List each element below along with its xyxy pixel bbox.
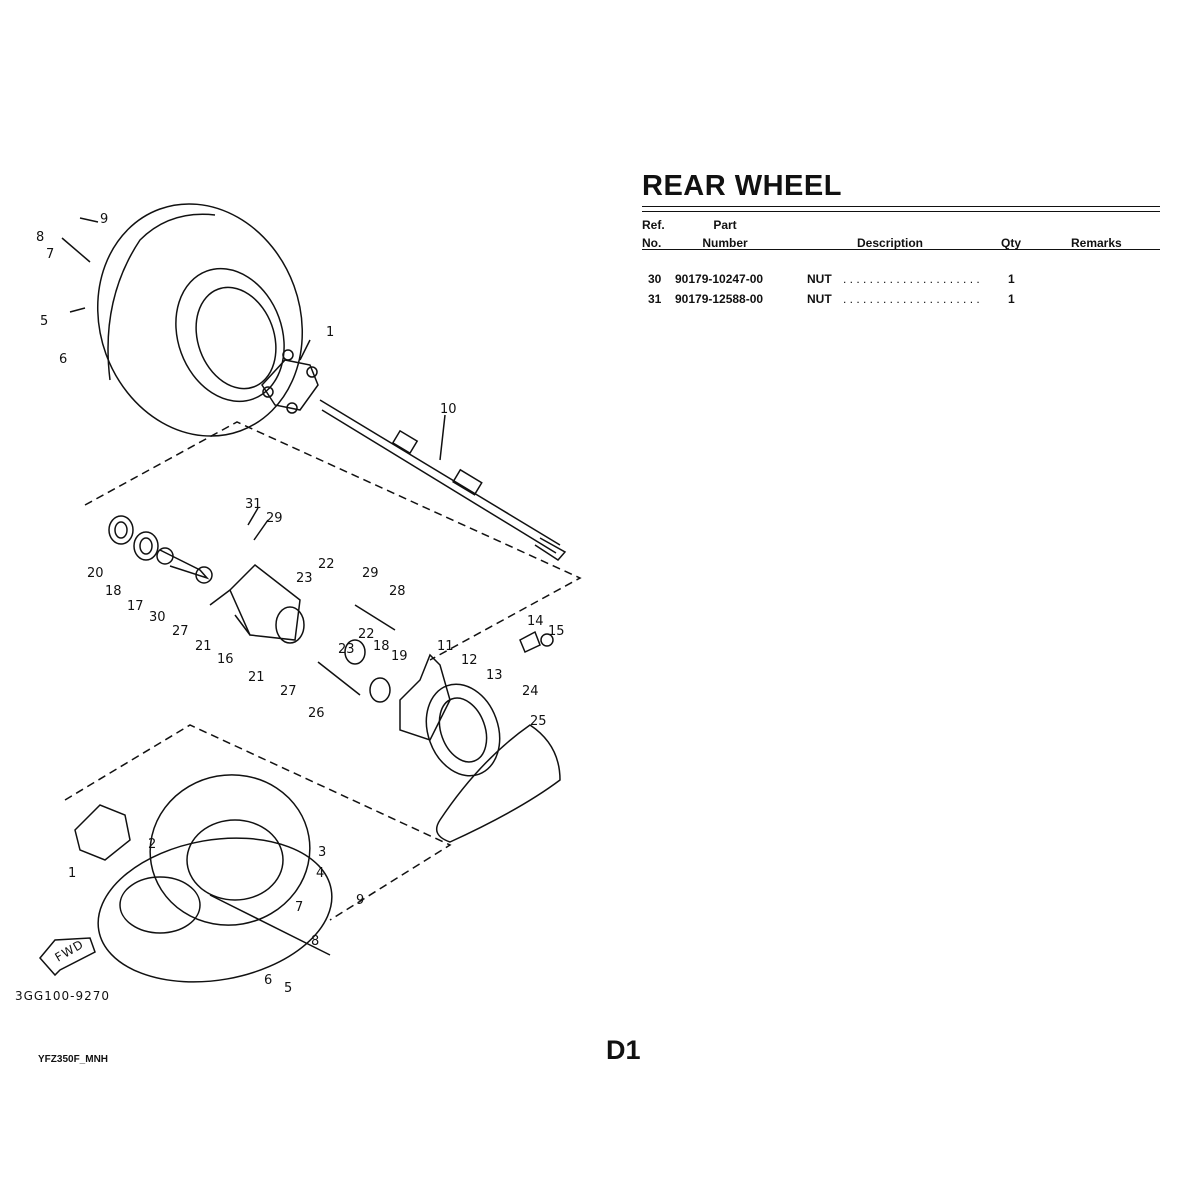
leader-dots: . . . . . . . . . . . . . . . . . . . . … (843, 272, 980, 286)
page-number: D1 (606, 1035, 641, 1065)
callout: 6 (59, 352, 67, 367)
fwd-label: FWD (53, 937, 87, 965)
callout: 23 (296, 571, 313, 586)
callout: 18 (105, 584, 122, 599)
callout: 18 (373, 639, 390, 654)
callout: 5 (40, 314, 48, 329)
callout: 20 (87, 566, 104, 581)
ref-no: 31 (648, 292, 662, 306)
callout: 3 (318, 845, 326, 860)
callout: 31 (245, 497, 262, 512)
diagram-code: 3GG100-9270 (15, 989, 110, 1003)
description: NUT (807, 272, 832, 286)
callout: 21 (195, 639, 212, 654)
callout: 29 (266, 511, 283, 526)
lower-tire (97, 774, 333, 983)
callout: 11 (437, 639, 454, 654)
header-rule (642, 249, 1160, 250)
model-code: YFZ350F_MNH (38, 1054, 109, 1065)
callout: 7 (295, 900, 303, 915)
callout: 8 (311, 934, 319, 949)
callout: 8 (36, 230, 44, 245)
header-part-line1: Part (713, 218, 737, 232)
callout: 7 (46, 247, 54, 262)
callout: 21 (248, 670, 265, 685)
callout: 26 (308, 706, 325, 721)
callout: 6 (264, 973, 272, 988)
callout: 28 (389, 584, 406, 599)
axle-housing (209, 564, 305, 644)
callout: 14 (527, 614, 544, 629)
callout: 29 (362, 566, 379, 581)
page-title: REAR WHEEL (642, 170, 842, 202)
leader-dots: . . . . . . . . . . . . . . . . . . . . … (843, 292, 980, 306)
callout: 4 (316, 866, 324, 881)
callout: 10 (440, 402, 457, 417)
callout: 16 (217, 652, 234, 667)
callout: 22 (318, 557, 335, 572)
upper-tire (96, 203, 304, 437)
header-qty: Qty (1001, 236, 1022, 250)
callout: 30 (149, 610, 166, 625)
callout: 5 (284, 981, 292, 996)
callout: 19 (391, 649, 408, 664)
callout: 22 (358, 627, 375, 642)
callout: 17 (127, 599, 144, 614)
description: NUT (807, 292, 832, 306)
callout: 13 (486, 668, 503, 683)
header-ref: Ref. No. (642, 216, 665, 252)
callout: 23 (338, 642, 355, 657)
part-number: 90179-10247-00 (675, 272, 764, 286)
callout: 9 (100, 212, 108, 227)
callout: 1 (326, 325, 334, 340)
header-ref-line1: Ref. (642, 218, 665, 232)
callout: 15 (548, 624, 565, 639)
callout: 2 (148, 837, 156, 852)
ref-no: 30 (648, 272, 662, 286)
header-description: Description (857, 236, 924, 250)
callout: 9 (356, 893, 364, 908)
callout: 25 (530, 714, 547, 729)
rear-wheel-exploded-diagram: FWD 9 8 7 5 6 1 10 31 29 22 23 20 18 17 … (15, 203, 582, 1003)
fwd-arrow-icon (39, 937, 96, 977)
title-double-rule (642, 206, 1160, 212)
qty: 1 (1008, 292, 1015, 306)
qty: 1 (1008, 272, 1015, 286)
part-number: 90179-12588-00 (675, 292, 764, 306)
callout: 1 (68, 866, 76, 881)
axle (319, 399, 567, 561)
header-remarks: Remarks (1071, 236, 1122, 250)
callout-labels: 9 8 7 5 6 1 10 31 29 22 23 20 18 17 30 2… (36, 212, 565, 996)
header-part-number: Part Number (700, 216, 750, 252)
callout: 27 (280, 684, 297, 699)
callout: 24 (522, 684, 539, 699)
upper-hub (261, 349, 319, 414)
header-part-line2: Number (702, 236, 748, 250)
callout: 27 (172, 624, 189, 639)
callout: 12 (461, 653, 478, 668)
header-ref-line2: No. (642, 236, 662, 250)
